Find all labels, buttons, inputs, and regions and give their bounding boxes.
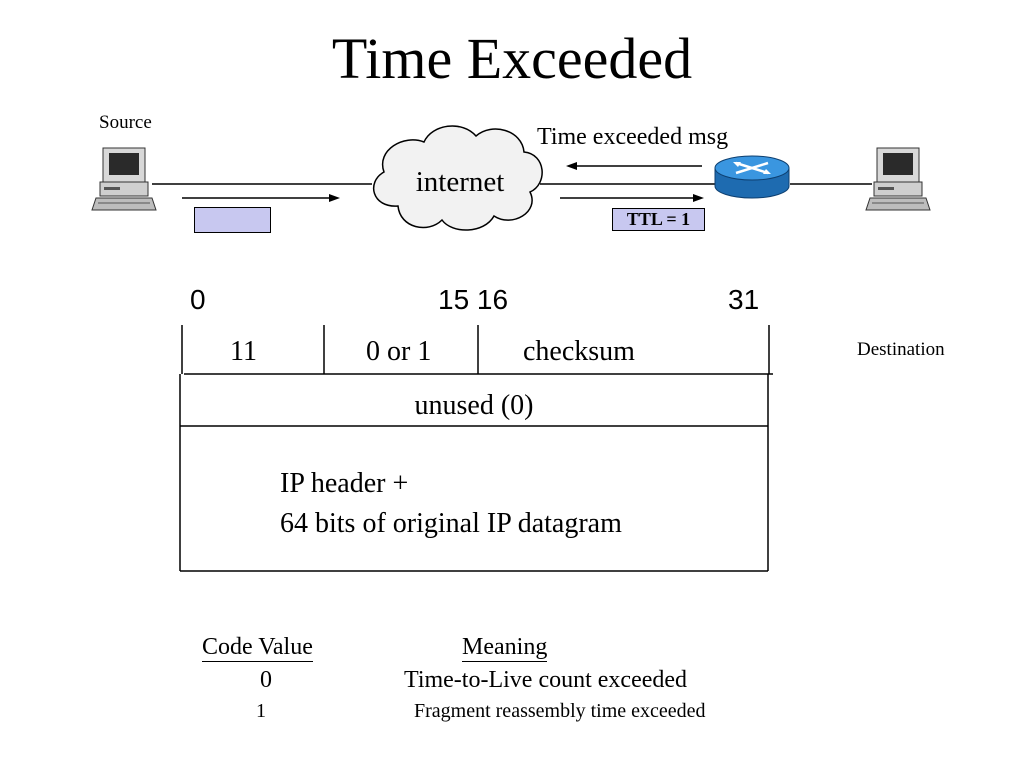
- time-exceeded-message-label: Time exceeded msg: [537, 124, 729, 150]
- bit-position-31: 31: [728, 284, 760, 315]
- checksum-field: checksum: [523, 336, 635, 367]
- meaning-header: Meaning: [462, 633, 548, 662]
- code-value-header-text: Code Value: [202, 634, 313, 662]
- icmp-header-diagram: [179, 325, 773, 572]
- destination-computer-icon: [865, 147, 931, 211]
- arrow-left-icon: [566, 162, 702, 170]
- code-row-0-code: 0: [260, 667, 272, 693]
- bit-position-15-16: 15 16: [438, 284, 509, 315]
- meaning-header-text: Meaning: [462, 634, 548, 662]
- type-field: 11: [230, 336, 257, 367]
- destination-label: Destination: [857, 339, 945, 360]
- code-row-1-code: 1: [256, 700, 266, 722]
- page-title: Time Exceeded: [331, 26, 693, 91]
- internet-label: internet: [415, 166, 505, 198]
- source-computer-icon: [91, 147, 157, 211]
- source-label: Source: [99, 112, 152, 133]
- code-value-header: Code Value: [202, 633, 313, 662]
- payload-line-2: 64 bits of original IP datagram: [280, 508, 622, 539]
- router-icon: [714, 155, 790, 199]
- unused-field: unused (0): [414, 390, 534, 421]
- arrow-right-icon: [182, 194, 340, 202]
- payload-line-1: IP header +: [280, 468, 409, 499]
- packet-box: [194, 207, 271, 233]
- code-field: 0 or 1: [366, 336, 432, 367]
- code-row-0-meaning: Time-to-Live count exceeded: [404, 667, 688, 693]
- ttl-packet-box: TTL = 1: [612, 208, 705, 231]
- internet-cloud-icon: [373, 125, 543, 231]
- arrow-right-icon: [560, 194, 704, 202]
- network-diagram: [91, 125, 931, 231]
- bit-position-0: 0: [190, 284, 206, 315]
- payload-field: IP header + 64 bits of original IP datag…: [280, 464, 622, 544]
- code-row-1-meaning: Fragment reassembly time exceeded: [414, 700, 706, 722]
